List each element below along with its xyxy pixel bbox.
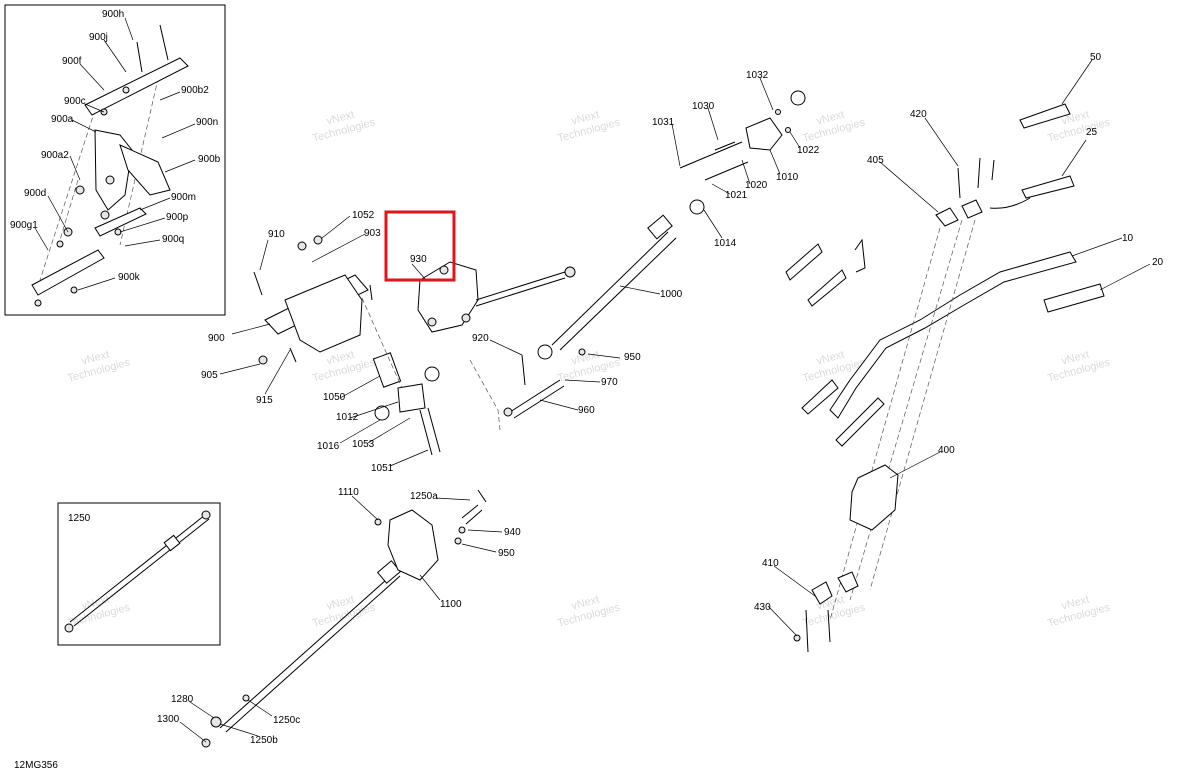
callout-900j[interactable]: 900j xyxy=(89,32,108,43)
callout-1250a[interactable]: 1250a xyxy=(410,491,438,502)
callout-405[interactable]: 405 xyxy=(867,155,884,166)
callout-920[interactable]: 920 xyxy=(472,333,489,344)
callout-1051[interactable]: 1051 xyxy=(371,463,394,474)
callout-900k[interactable]: 900k xyxy=(118,272,141,283)
callout-1012[interactable]: 1012 xyxy=(336,412,359,423)
callout-900b2[interactable]: 900b2 xyxy=(181,85,209,96)
callout-1100[interactable]: 1100 xyxy=(440,599,462,610)
callout-900d[interactable]: 900d xyxy=(24,188,46,199)
diagram-code: 12MG356 xyxy=(14,760,58,771)
callout-1300[interactable]: 1300 xyxy=(157,714,180,725)
inset-900-drawing xyxy=(31,24,189,307)
callout-25[interactable]: 25 xyxy=(1086,127,1098,138)
lower-shaft-drawing xyxy=(64,489,487,748)
callout-50[interactable]: 50 xyxy=(1090,52,1102,63)
callout-900p[interactable]: 900p xyxy=(166,212,189,223)
callout-930[interactable]: 930 xyxy=(410,254,427,265)
callout-1030[interactable]: 1030 xyxy=(692,101,715,112)
callout-1032[interactable]: 1032 xyxy=(746,70,769,81)
callout-940[interactable]: 940 xyxy=(504,527,521,538)
callout-900f[interactable]: 900f xyxy=(62,56,82,67)
callout-1110[interactable]: 1110 xyxy=(338,487,359,498)
callout-1020[interactable]: 1020 xyxy=(745,180,768,191)
callout-960[interactable]: 960 xyxy=(578,405,595,416)
mount-bracket-drawing xyxy=(253,235,576,365)
callout-1280[interactable]: 1280 xyxy=(171,694,194,705)
callout-410[interactable]: 410 xyxy=(762,558,779,569)
callout-420[interactable]: 420 xyxy=(910,109,927,120)
callout-970[interactable]: 970 xyxy=(601,377,618,388)
callout-905[interactable]: 905 xyxy=(201,370,218,381)
callout-915[interactable]: 915 xyxy=(256,395,273,406)
callout-1052[interactable]: 1052 xyxy=(352,210,375,221)
callout-20[interactable]: 20 xyxy=(1152,257,1164,268)
callout-900q[interactable]: 900q xyxy=(162,234,184,245)
handlebar-drawing xyxy=(785,103,1105,653)
callout-400[interactable]: 400 xyxy=(938,445,955,456)
callout-903[interactable]: 903 xyxy=(364,228,381,239)
highlight-box-930 xyxy=(384,210,456,282)
inset-box-1250 xyxy=(57,502,221,646)
callout-900a[interactable]: 900a xyxy=(51,114,74,125)
callout-1016[interactable]: 1016 xyxy=(317,441,340,452)
callout-1250[interactable]: 1250 xyxy=(68,513,91,524)
leader-lines xyxy=(34,17,1151,743)
inset-box-900 xyxy=(4,4,226,316)
steering-column-drawing xyxy=(361,90,806,456)
callout-1050[interactable]: 1050 xyxy=(323,392,346,403)
callout-900n[interactable]: 900n xyxy=(196,117,218,128)
callout-900c[interactable]: 900c xyxy=(64,96,86,107)
callout-1021[interactable]: 1021 xyxy=(725,190,748,201)
callout-1014[interactable]: 1014 xyxy=(714,238,737,249)
callout-1000[interactable]: 1000 xyxy=(660,289,683,300)
callout-900[interactable]: 900 xyxy=(208,333,225,344)
callout-950[interactable]: 950 xyxy=(624,352,641,363)
callout-900a2[interactable]: 900a2 xyxy=(41,150,69,161)
callout-900b[interactable]: 900b xyxy=(198,154,221,165)
callout-1010[interactable]: 1010 xyxy=(776,172,799,183)
callout-910[interactable]: 910 xyxy=(268,229,285,240)
callout-430[interactable]: 430 xyxy=(754,602,771,613)
callout-1053[interactable]: 1053 xyxy=(352,439,375,450)
callout-900m[interactable]: 900m xyxy=(171,192,196,203)
callout-1250b[interactable]: 1250b xyxy=(250,735,278,746)
callout-950-lower[interactable]: 950 xyxy=(498,548,515,559)
callout-1250c[interactable]: 1250c xyxy=(273,715,300,726)
callout-1022[interactable]: 1022 xyxy=(797,145,820,156)
callout-10[interactable]: 10 xyxy=(1122,233,1134,244)
callout-1031[interactable]: 1031 xyxy=(652,117,675,128)
callout-labels: 900h 900j 900f 900c 900b2 900a 900n 900a… xyxy=(10,9,1164,746)
callout-900h[interactable]: 900h xyxy=(102,9,124,20)
callout-900g1[interactable]: 900g1 xyxy=(10,220,38,231)
